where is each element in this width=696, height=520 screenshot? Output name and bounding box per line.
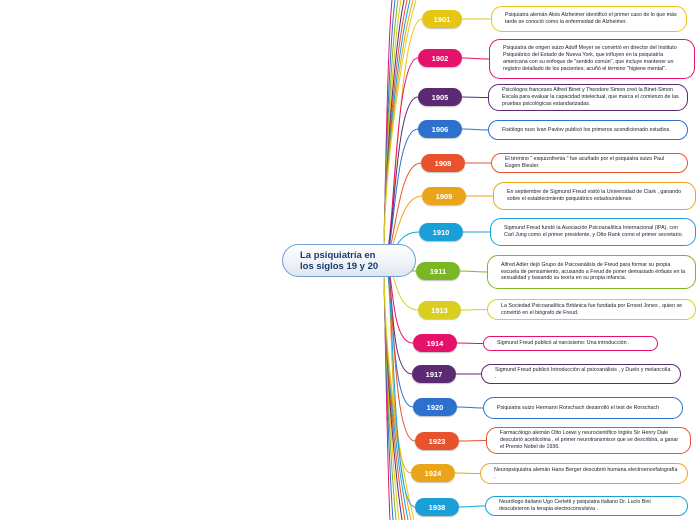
year-node-1908[interactable]: 1908 [421, 154, 465, 172]
event-text: Psicólogos franceses Alfred Binet y Theo… [502, 87, 679, 107]
event-note-1911[interactable]: Alfred Adler dejó Grupo de Psicoanálisis… [487, 255, 696, 289]
central-topic[interactable]: La psiquiatría en los siglos 19 y 20 [282, 244, 416, 277]
event-note-1920[interactable]: Psiquiatra suizo Hermann Rorschach desar… [483, 397, 683, 419]
event-note-1924[interactable]: Neuropsiquiatra alemán Hans Berger descu… [480, 463, 688, 484]
event-text: Psiquiatra de origen suizo Adolf Meyer s… [503, 45, 677, 72]
year-node-1914[interactable]: 1914 [413, 334, 457, 352]
event-note-1901[interactable]: Psiquiatra alemán Alois Alzheimer identi… [491, 6, 687, 32]
year-node-1917[interactable]: 1917 [412, 365, 456, 383]
connector-line [454, 472, 481, 474]
year-node-1913[interactable]: 1913 [418, 301, 461, 319]
event-note-1923[interactable]: Farmacólogo alemán Otto Loewi y neurocie… [486, 427, 691, 454]
event-text: La Sociedad Psicoanalítica Británica fue… [501, 302, 683, 316]
event-text: Sigmund Freud publicó Introducción al ps… [495, 367, 671, 380]
connector-line [461, 57, 490, 60]
event-text: Sigmund Freud fundó la Asociación Psicoa… [504, 225, 683, 238]
year-node-1910[interactable]: 1910 [419, 223, 463, 241]
event-note-1913[interactable]: La Sociedad Psicoanalítica Británica fue… [487, 299, 696, 320]
event-text: El término " esquizofrenia " fue acuñado… [505, 156, 665, 169]
event-text: Sigmund Freud publicó al narcisismo: Una… [497, 340, 630, 347]
connector-line [456, 342, 484, 344]
event-text: Fisiólogo ruso Ivan Pavlov publicó los p… [502, 126, 671, 133]
event-text: Alfred Adler dejó Grupo de Psicoanálisis… [501, 261, 686, 282]
connector-trunk-top [383, 0, 417, 245]
event-note-1906[interactable]: Fisiólogo ruso Ivan Pavlov publicó los p… [488, 120, 688, 140]
connector-line [458, 505, 486, 508]
year-node-1920[interactable]: 1920 [413, 398, 457, 416]
event-note-1908[interactable]: El término " esquizofrenia " fue acuñado… [491, 153, 688, 173]
central-topic-title: La psiquiatría en los siglos 19 y 20 [300, 249, 379, 272]
year-node-1906[interactable]: 1906 [418, 120, 462, 138]
connector-line [460, 309, 488, 311]
event-note-1938[interactable]: Neurólogo italiano Ugo Cerletti y psiqui… [485, 496, 688, 516]
event-text: Farmacólogo alemán Otto Loewi y neurocie… [500, 430, 679, 450]
year-node-1905[interactable]: 1905 [418, 88, 462, 106]
year-node-1924[interactable]: 1924 [411, 464, 455, 482]
event-text: Neurólogo italiano Ugo Cerletti y psiqui… [499, 499, 651, 512]
event-text: Psiquiatra suizo Hermann Rorschach desar… [497, 404, 659, 411]
year-node-1911[interactable]: 1911 [416, 262, 460, 280]
event-text: Neuropsiquiatra alemán Hans Berger descu… [494, 466, 678, 480]
connector-line [456, 406, 484, 409]
event-note-1917[interactable]: Sigmund Freud publicó Introducción al ps… [481, 364, 681, 384]
year-node-1923[interactable]: 1923 [415, 432, 459, 450]
event-note-1902[interactable]: Psiquiatra de origen suizo Adolf Meyer s… [489, 39, 695, 79]
event-note-1914[interactable]: Sigmund Freud publicó al narcisismo: Una… [483, 336, 658, 351]
connector-line [461, 128, 489, 131]
year-node-1901[interactable]: 1901 [422, 10, 462, 28]
event-text: En septiembre de Sigmund Freud visitó la… [507, 189, 682, 202]
connector-line [459, 270, 488, 273]
event-note-1910[interactable]: Sigmund Freud fundó la Asociación Psicoa… [490, 218, 696, 246]
event-note-1905[interactable]: Psicólogos franceses Alfred Binet y Theo… [488, 84, 688, 111]
event-text: Psiquiatra alemán Alois Alzheimer identi… [505, 12, 677, 25]
year-node-1938[interactable]: 1938 [415, 498, 459, 516]
connector-line [461, 96, 489, 98]
year-node-1909[interactable]: 1909 [422, 187, 466, 205]
connector-line [458, 440, 487, 442]
event-note-1909[interactable]: En septiembre de Sigmund Freud visitó la… [493, 182, 696, 210]
year-node-1902[interactable]: 1902 [418, 49, 462, 67]
